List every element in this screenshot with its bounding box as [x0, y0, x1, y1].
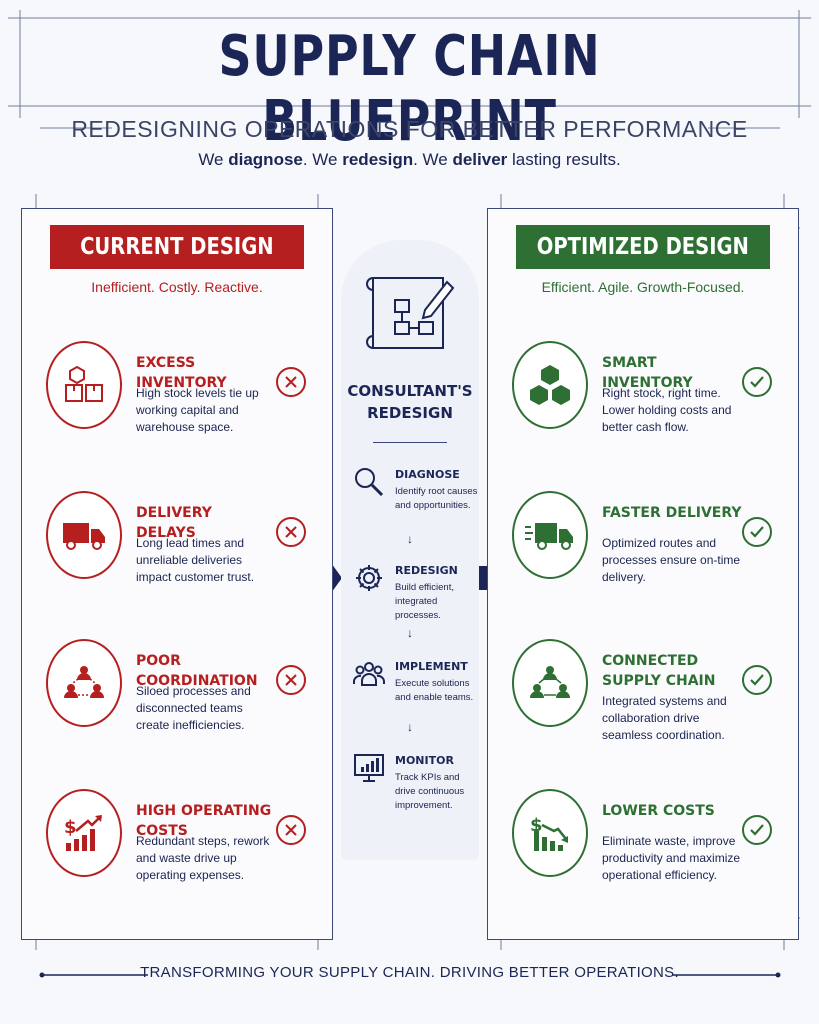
current-item: POOR COORDINATION Siloed processes and d… [22, 613, 332, 763]
current-item: $ HIGH OPERATING COSTS Redundant steps, … [22, 763, 332, 913]
step-title: IMPLEMENT [395, 660, 468, 673]
svg-text:$: $ [530, 815, 543, 836]
item-description: Redundant steps, rework and waste drive … [136, 834, 270, 882]
down-arrow-icon: ↓ [407, 720, 413, 734]
falling-cost-icon: $ [512, 789, 588, 877]
process-step: DIAGNOSE Identify root causes and opport… [341, 466, 479, 546]
item-description: Integrated systems and collaboration dri… [602, 694, 727, 742]
item-description: Long lead times and unreliable deliverie… [136, 536, 255, 584]
optimized-design-banner: OPTIMIZED DESIGN [516, 225, 770, 269]
divider [373, 442, 447, 443]
step-description: Track KPIs and drive continuous improvem… [395, 772, 465, 811]
current-design-tag: Inefficient. Costly. Reactive. [91, 279, 263, 295]
current-item: EXCESS INVENTORY High stock levels tie u… [22, 315, 332, 465]
optimized-design-tag: Efficient. Agile. Growth-Focused. [541, 279, 745, 295]
down-arrow-icon: ↓ [407, 532, 413, 546]
magnifier-icon [355, 468, 384, 497]
rising-cost-icon: $ [46, 789, 122, 877]
people-network-icon [46, 639, 122, 727]
optimized-design-panel: OPTIMIZED DESIGN Efficient. Agile. Growt… [487, 208, 799, 940]
item-description: Siloed processes and disconnected teams … [136, 684, 251, 732]
tagline: We diagnose. We redesign. We deliver las… [198, 150, 621, 169]
check-mark-icon [742, 815, 772, 845]
current-design-banner: CURRENT DESIGN [50, 225, 304, 269]
consultant-redesign-column: CONSULTANT'S REDESIGN DIAGNOSE Identify … [341, 240, 479, 860]
fast-truck-icon [512, 491, 588, 579]
current-design-panel: CURRENT DESIGN Inefficient. Costly. Reac… [21, 208, 333, 940]
page-subtitle: REDESIGNING OPERATIONS FOR BETTER PERFOR… [71, 116, 748, 142]
step-title: REDESIGN [395, 564, 458, 577]
step-description: Identify root causes and opportunities. [395, 486, 478, 511]
truck-icon [46, 491, 122, 579]
process-step: MONITOR Track KPIs and drive continuous … [341, 752, 479, 832]
optimized-item: CONNECTED SUPPLY CHAIN Integrated system… [488, 613, 798, 763]
x-mark-icon [276, 517, 306, 547]
page-title: SUPPLY CHAIN BLUEPRINT [218, 24, 601, 154]
current-item: DELIVERY DELAYS Long lead times and unre… [22, 465, 332, 615]
optimized-item: $ LOWER COSTS Eliminate waste, improve p… [488, 763, 798, 913]
x-mark-icon [276, 815, 306, 845]
blueprint-scroll-icon [366, 277, 455, 349]
step-description: Execute solutions and enable teams. [395, 678, 474, 703]
step-title: MONITOR [395, 754, 454, 767]
svg-text:$: $ [64, 817, 77, 838]
gear-icon [356, 565, 382, 591]
item-title: HIGH OPERATING COSTS [136, 803, 272, 839]
item-description: Right stock, right time. Lower holding c… [602, 386, 732, 434]
x-mark-icon [276, 665, 306, 695]
down-arrow-icon: ↓ [407, 626, 413, 640]
process-step: REDESIGN Build efficient, integrated pro… [341, 562, 479, 642]
item-title: POOR COORDINATION [136, 653, 258, 689]
process-step: IMPLEMENT Execute solutions and enable t… [341, 658, 479, 738]
monitor-chart-icon [354, 754, 384, 782]
item-title: EXCESS INVENTORY [136, 355, 227, 391]
item-title: DELIVERY DELAYS [136, 505, 212, 541]
item-description: Eliminate waste, improve productivity an… [602, 834, 741, 882]
optimized-item: SMART INVENTORY Right stock, right time.… [488, 315, 798, 465]
item-description: High stock levels tie up working capital… [136, 386, 259, 434]
step-title: DIAGNOSE [395, 468, 460, 481]
people-network-icon [512, 639, 588, 727]
item-description: Optimized routes and processes ensure on… [602, 536, 741, 584]
item-title: FASTER DELIVERY [602, 505, 742, 521]
item-title: SMART INVENTORY [602, 355, 693, 391]
check-mark-icon [742, 367, 772, 397]
boxes-icon [512, 341, 588, 429]
step-description: Build efficient, integrated processes. [395, 582, 454, 621]
footer-text: TRANSFORMING YOUR SUPPLY CHAIN. DRIVING … [140, 964, 679, 981]
item-title: LOWER COSTS [602, 803, 715, 819]
check-mark-icon [742, 517, 772, 547]
x-mark-icon [276, 367, 306, 397]
check-mark-icon [742, 665, 772, 695]
center-title: CONSULTANT'S REDESIGN [347, 382, 473, 422]
team-icon [353, 662, 385, 686]
boxes-icon [46, 341, 122, 429]
item-title: CONNECTED SUPPLY CHAIN [602, 653, 716, 689]
optimized-item: FASTER DELIVERY Optimized routes and pro… [488, 465, 798, 615]
